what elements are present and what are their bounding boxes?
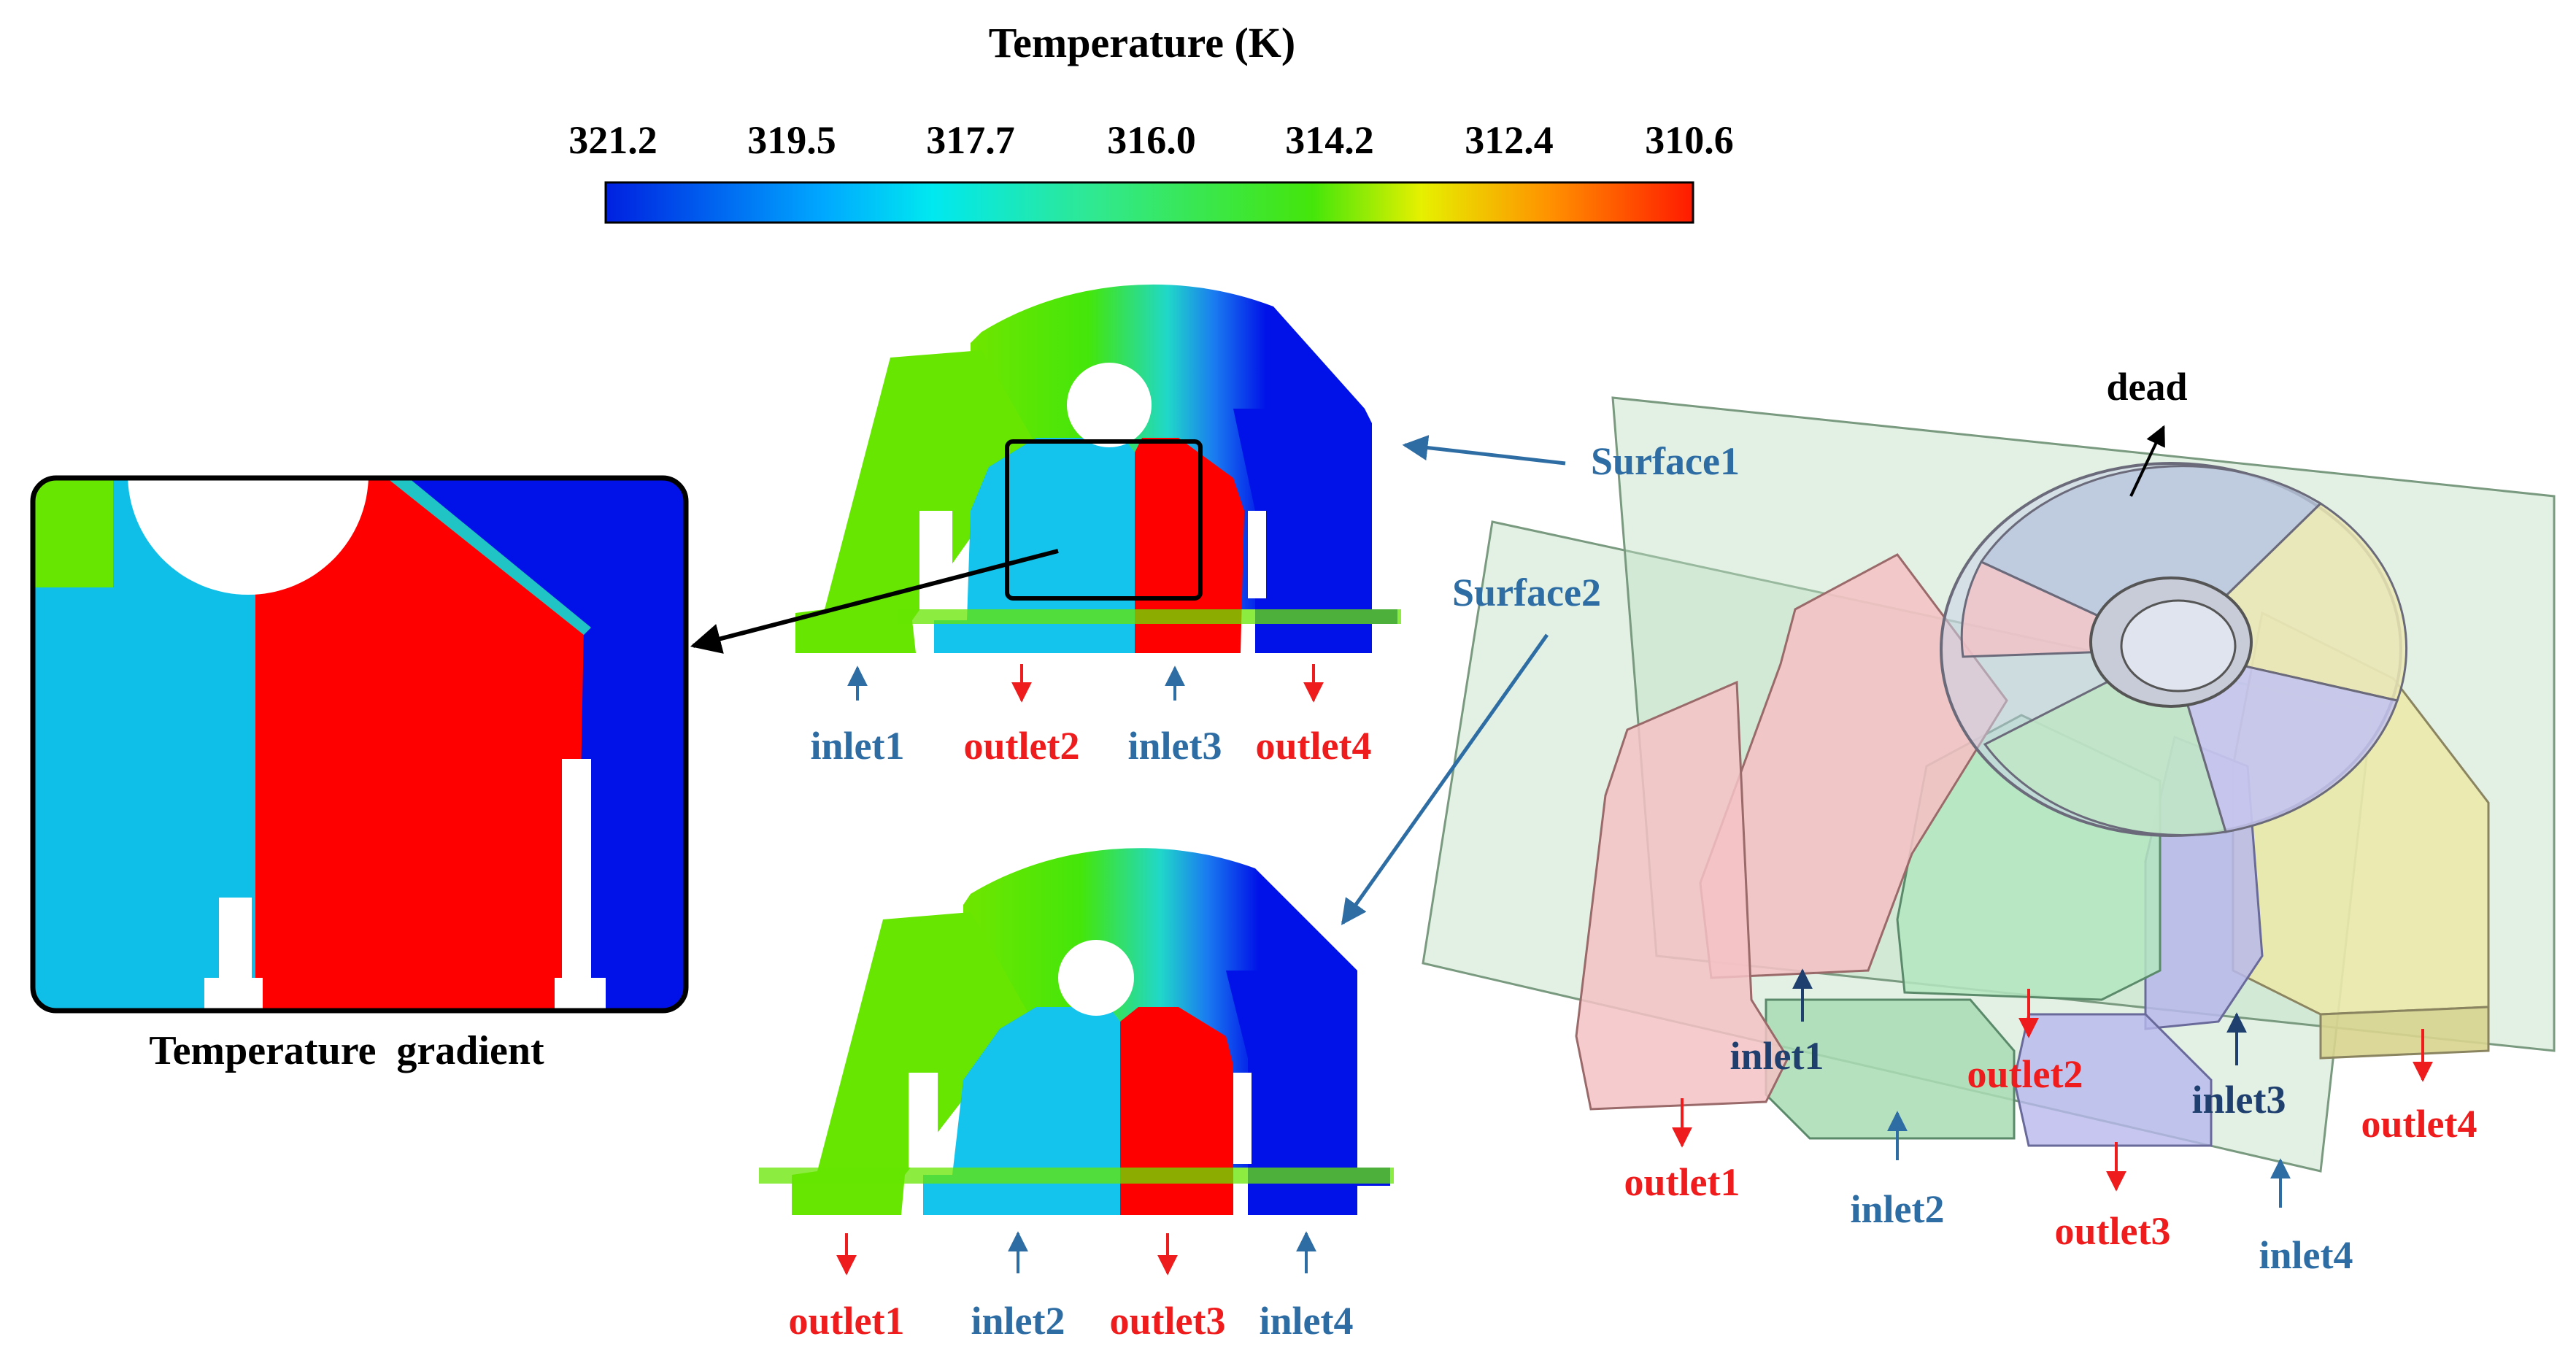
zoom-pointer-arrow	[690, 549, 1059, 654]
surface2-pointer-arrow	[1341, 633, 1549, 925]
model-block-outlet4-base	[2319, 1006, 2490, 1060]
surface2-port-labels: outlet1 inlet2 outlet3 inlet4	[789, 1231, 1354, 1343]
surface2-label-inlet4: inlet4	[1260, 1299, 1354, 1343]
model-label-inlet4: inlet4	[2259, 1233, 2353, 1277]
surface1-zoom-box	[1005, 439, 1203, 601]
surface1-port-labels: inlet1 outlet2 inlet3 outlet4	[811, 664, 1372, 768]
surface1-slot-2	[1248, 511, 1266, 598]
colorbar-tick-5: 312.4	[1465, 118, 1554, 162]
model-label-outlet3: outlet3	[2055, 1209, 2171, 1253]
model-surface1-label: Surface1	[1591, 439, 1740, 483]
model-labels: dead Surface1 Surface2 inlet1 outlet2 in…	[1341, 365, 2477, 1277]
surface1-leg-inlet1	[795, 350, 1036, 653]
colorbar-tick-labels: 321.2 319.5 317.7 316.0 314.2 312.4 310.…	[568, 118, 1734, 162]
colorbar-tick-4: 314.2	[1285, 118, 1374, 162]
surface1-label-inlet3: inlet3	[1128, 724, 1222, 768]
model-surface2-label: Surface2	[1452, 571, 1601, 614]
surface2-slot-1	[909, 1073, 938, 1168]
surface2-flange	[759, 1168, 1394, 1184]
surface1-contour	[795, 284, 1401, 653]
surface1-flange	[898, 609, 1401, 624]
surface1-label-outlet4: outlet4	[1256, 724, 1372, 768]
surface1-label-outlet2: outlet2	[964, 724, 1080, 768]
surface2-slot-2	[1233, 1073, 1252, 1164]
surface2-label-outlet1: outlet1	[789, 1299, 905, 1343]
surface1-slot-1	[919, 511, 952, 609]
surface2-block-inlet2	[923, 1007, 1120, 1215]
model-block-inlet1	[1699, 553, 2008, 979]
colorbar-title: Temperature (K)	[989, 19, 1295, 66]
surface2-block-outlet3	[1120, 1007, 1233, 1215]
model-hub-bore	[2120, 599, 2237, 692]
surface1-hole	[1067, 363, 1152, 447]
colorbar-tick-3: 316.0	[1107, 118, 1196, 162]
model-label-outlet1: outlet1	[1624, 1160, 1740, 1204]
colorbar-tick-0: 321.2	[568, 118, 658, 162]
colorbar-tick-2: 317.7	[926, 118, 1015, 162]
surface1-label-inlet1: inlet1	[811, 724, 905, 768]
model-label-inlet3: inlet3	[2192, 1078, 2286, 1122]
surface2-hole	[1058, 940, 1134, 1016]
zoom-inset: Temperature gradient	[30, 475, 689, 1073]
zoom-inset-frame	[30, 475, 689, 1014]
model-disc-sector-dead	[1979, 465, 2323, 651]
model-label-inlet1: inlet1	[1730, 1034, 1824, 1078]
surface2-leg-inlet4	[1226, 971, 1390, 1215]
model-disc-sector-purple	[2169, 647, 2399, 833]
model-label-outlet2: outlet2	[1967, 1052, 2083, 1096]
model-label-inlet2: inlet2	[1851, 1187, 1945, 1231]
model-3d	[1422, 396, 2556, 1173]
colorbar: Temperature (K) 321.2 319.5 317.7 316.0 …	[568, 19, 1734, 224]
model-label-outlet4: outlet4	[2361, 1102, 2477, 1146]
surface2-leg-outlet1	[792, 912, 1029, 1215]
surface2-label-outlet3: outlet3	[1110, 1299, 1226, 1343]
model-dead-label: dead	[2106, 365, 2187, 409]
colorbar-tick-1: 319.5	[747, 118, 836, 162]
surface2-label-inlet2: inlet2	[971, 1299, 1065, 1343]
model-dead-arrow	[2129, 425, 2165, 497]
zoom-caption: Temperature gradient	[149, 1028, 544, 1073]
surface2-contour	[759, 848, 1394, 1215]
surface1-pointer-arrow	[1402, 435, 1566, 466]
model-block-outlet1	[1575, 680, 1789, 1111]
colorbar-gradient	[604, 181, 1694, 224]
colorbar-tick-6: 310.6	[1645, 118, 1734, 162]
surface1-leg-outlet4	[1233, 409, 1397, 653]
